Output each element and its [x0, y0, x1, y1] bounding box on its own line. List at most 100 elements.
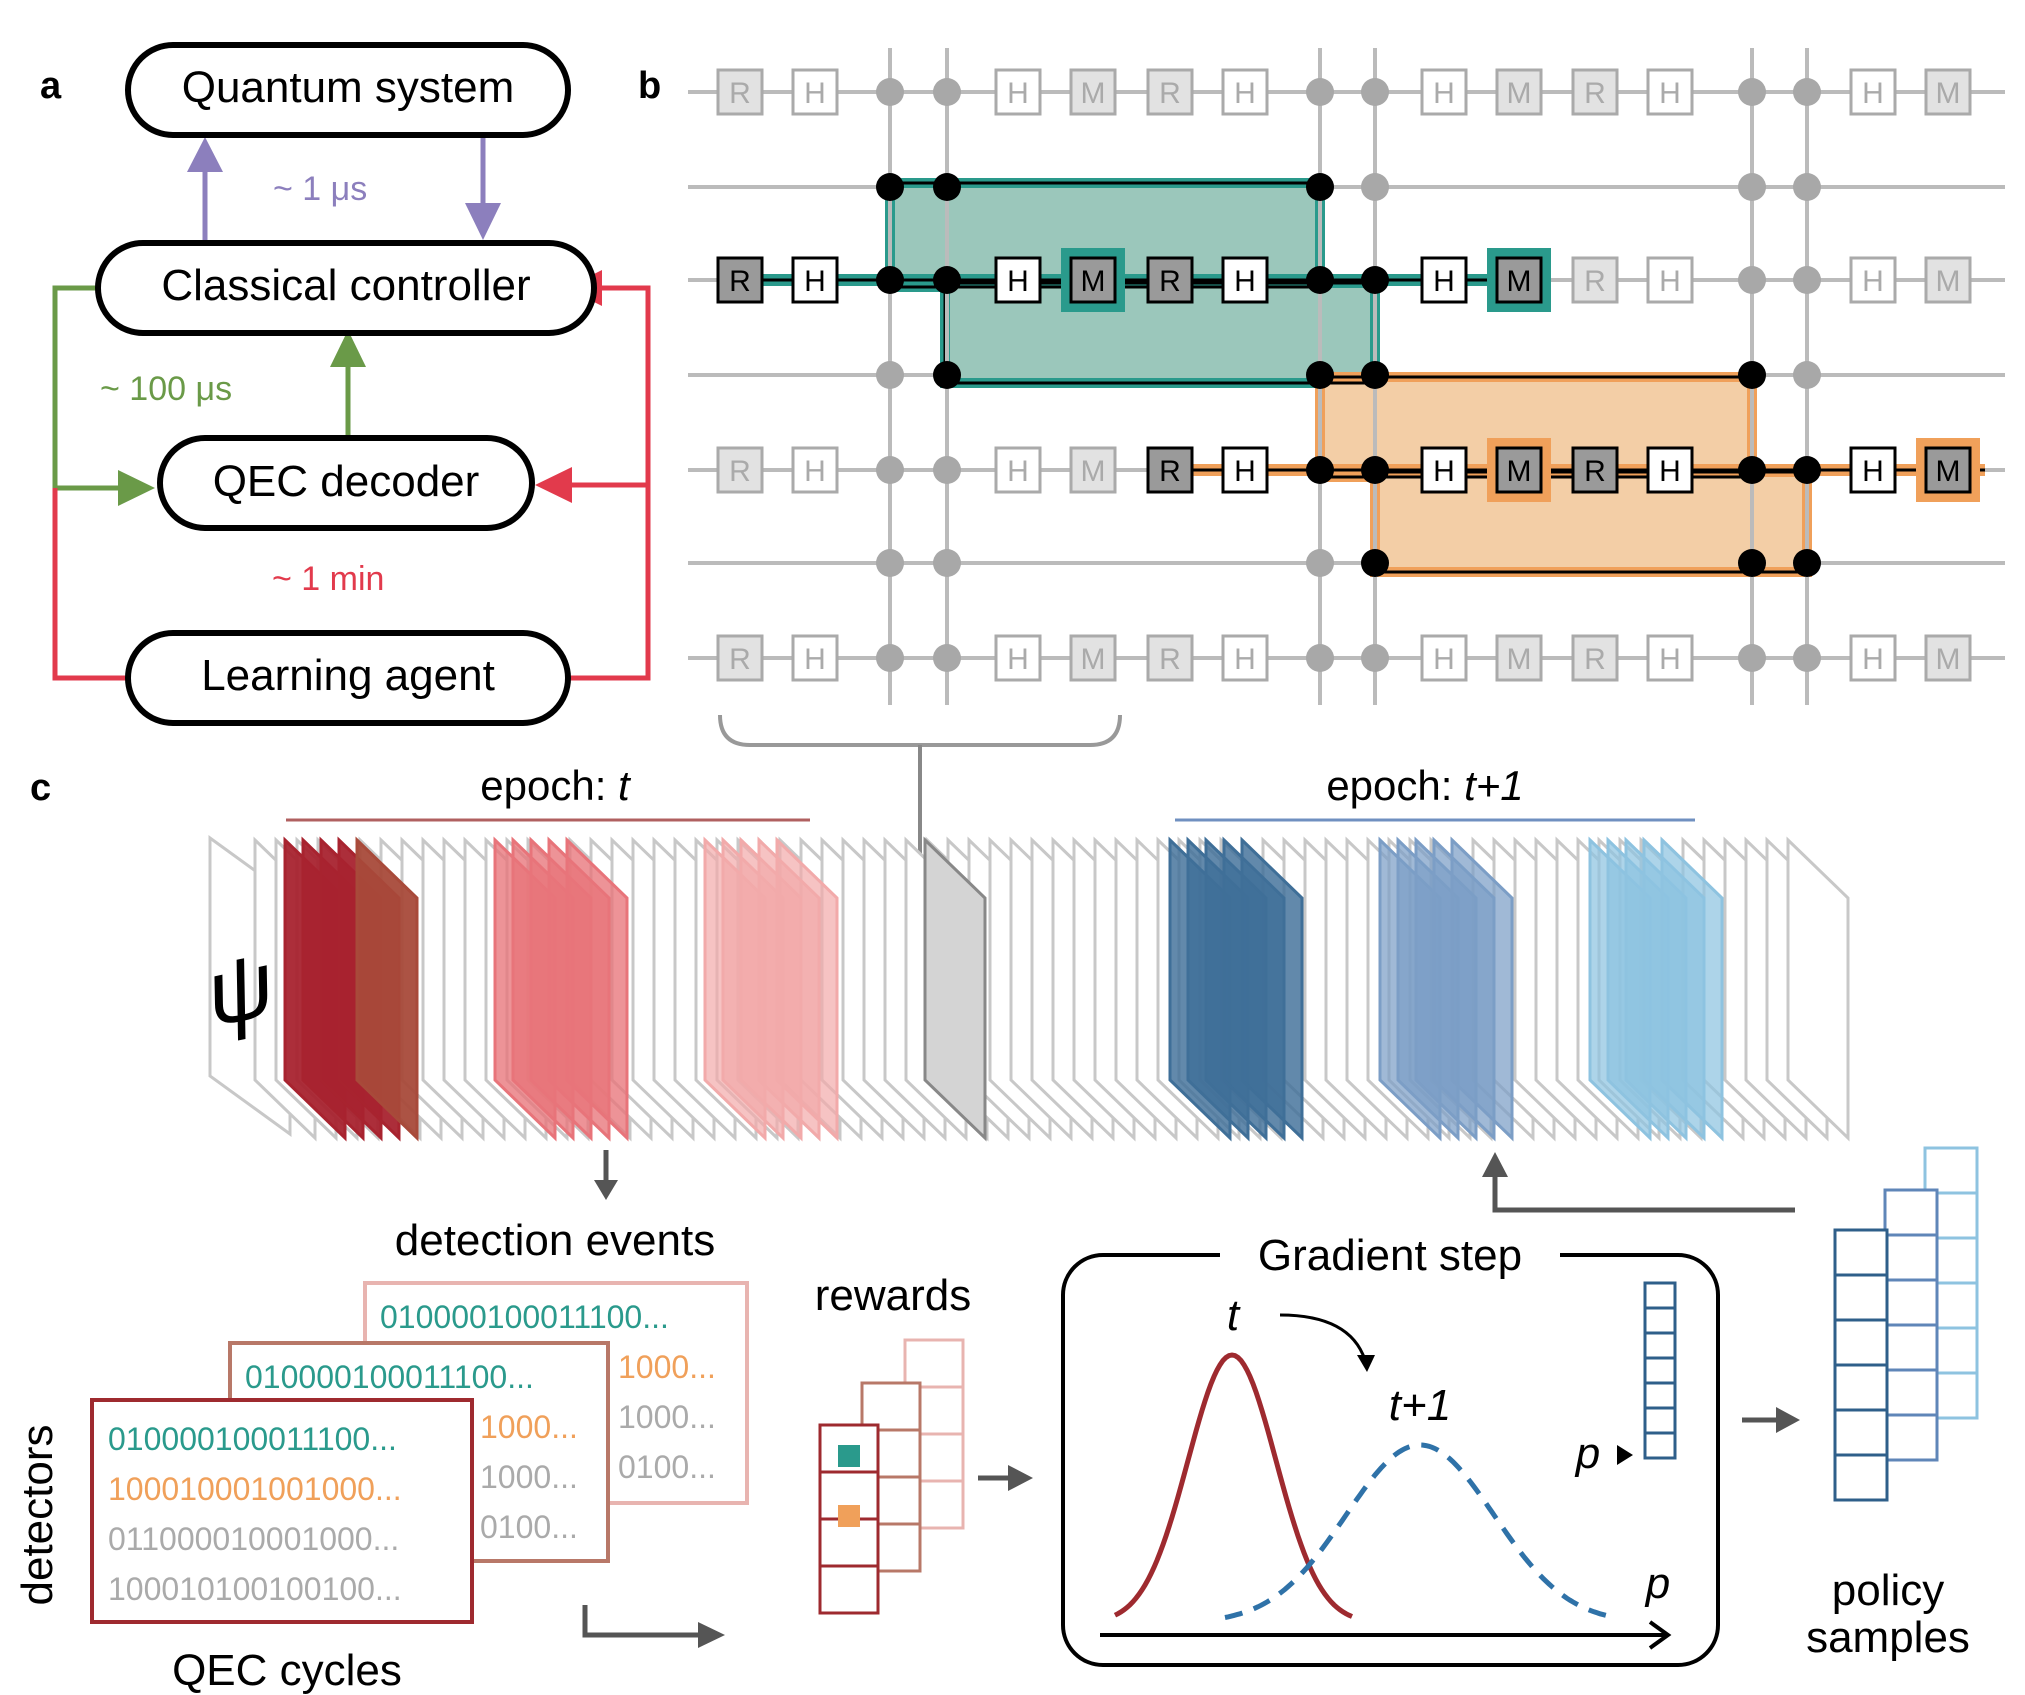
policy-cell — [1883, 1233, 1939, 1282]
down-arrowhead — [594, 1180, 618, 1200]
gate-H-r0 — [791, 68, 839, 116]
cnot-dot — [933, 361, 961, 389]
gate-label-R: R — [1159, 77, 1181, 110]
gate-label-R: R — [1584, 77, 1606, 110]
epoch-t-label: epoch: t — [480, 762, 632, 809]
epoch-t-prefix: epoch: — [480, 762, 618, 809]
cycle-brace — [718, 714, 1122, 747]
gate-R-r0 — [1571, 68, 1619, 116]
reward-teal-square — [838, 1445, 860, 1467]
policy-cell — [1883, 1323, 1939, 1372]
gate-label-H: H — [1862, 643, 1884, 676]
gate-H-r0 — [1646, 68, 1694, 116]
policy-feedback-arrowhead — [1482, 1152, 1508, 1177]
gate-label-R: R — [729, 455, 751, 488]
p-vector-cell — [1643, 1406, 1677, 1435]
cards-to-rewards-arrow — [582, 1605, 700, 1638]
gate-label-R: R — [729, 77, 751, 110]
cnot-dot — [1361, 361, 1389, 389]
p-marker-label: p — [1574, 1429, 1600, 1478]
cnot-dot — [1793, 361, 1821, 389]
gate-label-M: M — [1081, 455, 1106, 488]
policy-cell — [1833, 1318, 1889, 1367]
cnot-dot — [1793, 549, 1821, 577]
reward-cell — [903, 1338, 965, 1389]
colored-slice-1 — [565, 836, 629, 1142]
gate-R-r6 — [716, 634, 764, 682]
gate-label-H: H — [804, 643, 826, 676]
rewards-to-gradient-arrowhead — [1008, 1465, 1033, 1491]
epoch-t1-label: epoch: t+1 — [1326, 762, 1523, 809]
gate-label-M: M — [1936, 455, 1961, 488]
gate-H-r0 — [1420, 68, 1468, 116]
arrowhead-up-green — [330, 330, 366, 367]
policy-label-line1: policy — [1832, 1566, 1945, 1615]
gate-M-r4 — [1495, 446, 1543, 494]
gate-H-r2 — [1221, 256, 1269, 304]
cnot-dot — [1361, 549, 1389, 577]
cnot-dot — [933, 644, 961, 672]
cnot-dot — [876, 78, 904, 106]
gate-H-r4 — [994, 446, 1042, 494]
gate-label-R: R — [1159, 265, 1181, 298]
gate-label-R: R — [729, 265, 751, 298]
policy-cell — [1833, 1363, 1889, 1412]
rewards-columns — [818, 1338, 965, 1615]
cnot-dot — [1793, 78, 1821, 106]
cnot-dot — [876, 266, 904, 294]
gate-label-H: H — [1007, 455, 1029, 488]
measure-highlight-4 — [1916, 438, 1980, 502]
policy-cell — [1883, 1368, 1939, 1417]
qec-decoder-box — [157, 435, 535, 531]
bitstring-card-front — [90, 1398, 474, 1624]
gate-label-H: H — [1659, 265, 1681, 298]
p-vector-cell — [1643, 1331, 1677, 1360]
policy-feedback-arrow — [1492, 1175, 1795, 1213]
gate-R-r6 — [1571, 634, 1619, 682]
cnot-dot — [1306, 644, 1334, 672]
gate-H-r4 — [1420, 446, 1468, 494]
policy-cell — [1883, 1188, 1939, 1237]
gate-M-r2 — [1924, 256, 1972, 304]
gate-label-H: H — [1862, 265, 1884, 298]
epoch-t1-prefix: epoch: — [1326, 762, 1464, 809]
curve-t — [1113, 1352, 1353, 1619]
selected-cycle-slice — [923, 836, 987, 1142]
gate-label-H: H — [1433, 643, 1455, 676]
gate-label-H: H — [1234, 643, 1256, 676]
policy-cell — [1833, 1408, 1889, 1457]
gate-H-r6 — [994, 634, 1042, 682]
gate-label-H: H — [1433, 455, 1455, 488]
gate-label-H: H — [804, 265, 826, 298]
arrowhead-up-purple — [187, 137, 223, 172]
colored-slice-0 — [355, 836, 419, 1142]
measure-highlight-2 — [1487, 248, 1551, 312]
gate-label-M: M — [1507, 77, 1532, 110]
gate-M-r0 — [1495, 68, 1543, 116]
policy-cell — [1833, 1228, 1889, 1277]
bitstring-back-3: 0100... — [618, 1449, 716, 1485]
bitstring-middle-2: 1000... — [480, 1459, 578, 1495]
gate-H-r0 — [1849, 68, 1897, 116]
policy-samples-stack — [1833, 1146, 1979, 1502]
cnot-dot — [1361, 78, 1389, 106]
gate-R-r6 — [1146, 634, 1194, 682]
cnot-dot — [1738, 456, 1766, 484]
experiment-slices — [208, 835, 1850, 1142]
p-vector-cell — [1643, 1356, 1677, 1385]
gate-M-r6 — [1924, 634, 1972, 682]
gate-H-r6 — [1221, 634, 1269, 682]
gate-label-M: M — [1936, 77, 1961, 110]
cnot-dot — [1361, 173, 1389, 201]
quantum-system-label: Quantum system — [182, 63, 515, 112]
cnot-dot — [876, 549, 904, 577]
colored-slice-4 — [1450, 836, 1514, 1142]
cnot-dot — [933, 549, 961, 577]
gate-H-r2 — [1849, 256, 1897, 304]
gate-H-r4 — [791, 446, 839, 494]
gate-M-r2 — [1495, 256, 1543, 304]
gate-R-r4 — [1571, 446, 1619, 494]
cnot-dot — [1738, 549, 1766, 577]
learning-agent-label: Learning agent — [201, 651, 495, 700]
